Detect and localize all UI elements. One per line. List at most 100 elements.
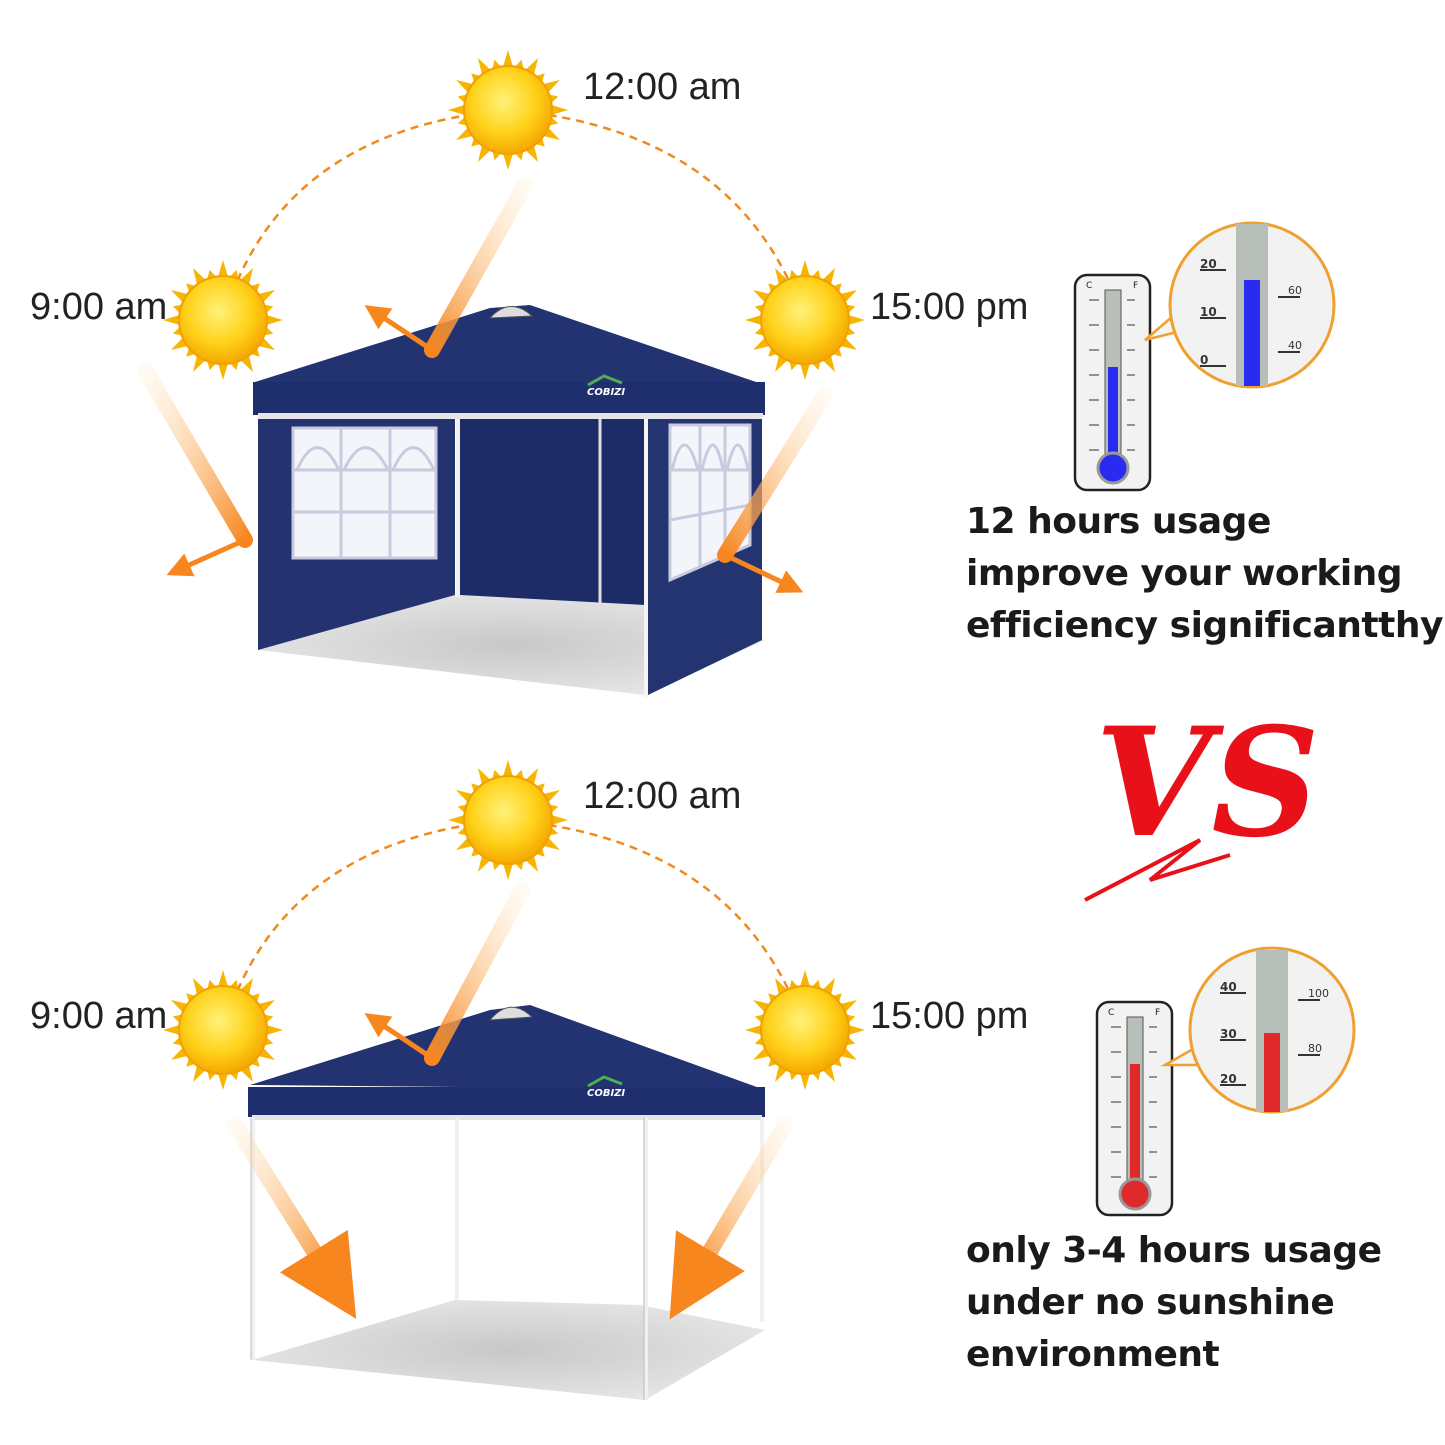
morning-ray bbox=[227, 1117, 357, 1319]
caption-line: under no sunshine bbox=[966, 1282, 1335, 1323]
sun-noon-icon bbox=[448, 50, 568, 170]
noon-ray bbox=[424, 177, 533, 358]
sun-ray bbox=[846, 314, 865, 326]
sun-disc bbox=[178, 275, 268, 365]
svg-text:F: F bbox=[1133, 281, 1138, 291]
afternoon-ray bbox=[717, 387, 833, 563]
sun-ray bbox=[502, 861, 514, 880]
brand-logo: COBIZI bbox=[587, 1088, 625, 1099]
svg-text:F: F bbox=[1155, 1008, 1160, 1018]
time-label-afternoon: 15:00 pm bbox=[870, 286, 1029, 328]
sun-disc bbox=[463, 65, 553, 155]
sun-afternoon-icon bbox=[745, 970, 865, 1090]
tick-label: 40 bbox=[1288, 339, 1302, 352]
sun-disc bbox=[463, 775, 553, 865]
frame-strip bbox=[258, 413, 763, 419]
brand-logo-mark bbox=[587, 1075, 623, 1088]
afternoon-ray bbox=[669, 1117, 793, 1320]
sun-ray bbox=[799, 970, 811, 989]
sun-ray bbox=[163, 314, 182, 326]
tick-label: 20 bbox=[1200, 257, 1217, 271]
caption-line: improve your working bbox=[966, 553, 1403, 594]
canopy-valance bbox=[253, 382, 765, 415]
sun-ray bbox=[799, 260, 811, 279]
vs-graphic: VS bbox=[1084, 695, 1320, 902]
left-window bbox=[291, 426, 438, 560]
time-label-noon: 12:00 am bbox=[583, 66, 742, 108]
sun-morning-icon bbox=[163, 260, 283, 380]
sun-disc bbox=[178, 985, 268, 1075]
sun-disc bbox=[760, 275, 850, 365]
noon-reflection-arrow bbox=[364, 305, 435, 353]
tent-canopy-only: COBIZI bbox=[248, 1005, 765, 1400]
tick-label: 30 bbox=[1220, 1027, 1237, 1041]
sun-ray bbox=[846, 1024, 865, 1036]
brand-logo-mark bbox=[587, 374, 623, 387]
sun-disc bbox=[760, 985, 850, 1075]
sun-ray bbox=[799, 361, 811, 380]
tick-label: 100 bbox=[1308, 987, 1329, 1000]
sun-ray-arrows bbox=[227, 882, 793, 1320]
svg-text:C: C bbox=[1086, 281, 1092, 291]
time-label-morning: 9:00 am bbox=[30, 286, 168, 328]
sun-ray bbox=[264, 314, 283, 326]
sun-ray bbox=[448, 814, 467, 826]
morning-ray bbox=[137, 362, 253, 548]
sun-ray bbox=[448, 104, 467, 116]
canopy-vent bbox=[488, 1006, 534, 1021]
frame-strip bbox=[252, 1115, 762, 1120]
ground-shadow bbox=[252, 1300, 765, 1400]
time-label-morning: 9:00 am bbox=[30, 995, 168, 1037]
tick-label: 40 bbox=[1220, 980, 1237, 994]
time-label-noon: 12:00 am bbox=[583, 775, 742, 817]
sun-ray bbox=[745, 314, 764, 326]
sun-ray bbox=[549, 104, 568, 116]
sun-ray bbox=[217, 260, 229, 279]
tick-label: 60 bbox=[1288, 284, 1302, 297]
sun-ray bbox=[217, 361, 229, 380]
svg-text:C: C bbox=[1108, 1008, 1114, 1018]
thermometer-hot-magnifier: 40 30 20 100 80 bbox=[1160, 946, 1356, 1114]
sun-ray bbox=[745, 1024, 764, 1036]
thermometer-cold-magnifier: 20 10 0 60 40 bbox=[1144, 221, 1336, 389]
caption-line: efficiency significantthy bbox=[966, 605, 1443, 646]
sun-ray bbox=[264, 1024, 283, 1036]
tick-label: 10 bbox=[1200, 305, 1217, 319]
sun-ray bbox=[502, 760, 514, 779]
sun-ray bbox=[217, 1071, 229, 1090]
noon-ray bbox=[424, 882, 530, 1066]
sun-afternoon-icon bbox=[745, 260, 865, 380]
caption-line: only 3-4 hours usage bbox=[966, 1230, 1382, 1271]
sun-noon-icon bbox=[448, 760, 568, 880]
back-wall bbox=[460, 419, 645, 605]
time-label-afternoon: 15:00 pm bbox=[870, 995, 1029, 1037]
noon-reflection-arrow bbox=[364, 1013, 435, 1061]
vs-label: VS bbox=[1095, 695, 1320, 871]
sun-ray bbox=[549, 814, 568, 826]
sun-ray bbox=[163, 1024, 182, 1036]
tick-label: 20 bbox=[1220, 1072, 1237, 1086]
bottom-caption: only 3-4 hours usage under no sunshine e… bbox=[966, 1225, 1382, 1381]
sun-ray-arrows bbox=[137, 177, 833, 593]
sun-ray bbox=[217, 970, 229, 989]
ground-shadow bbox=[258, 595, 765, 695]
tick-label: 80 bbox=[1308, 1042, 1322, 1055]
sun-ray bbox=[502, 50, 514, 69]
sun-morning-icon bbox=[163, 970, 283, 1090]
caption-line: environment bbox=[966, 1334, 1220, 1375]
caption-line: 12 hours usage bbox=[966, 501, 1271, 542]
sun-ray bbox=[799, 1071, 811, 1090]
canopy-valance bbox=[248, 1087, 765, 1117]
sun-ray bbox=[502, 151, 514, 170]
canopy-roof bbox=[255, 305, 765, 385]
morning-reflection-arrow bbox=[166, 537, 248, 577]
tick-label: 0 bbox=[1200, 353, 1208, 367]
canopy-vent bbox=[488, 306, 534, 319]
top-caption: 12 hours usage improve your working effi… bbox=[966, 496, 1443, 652]
